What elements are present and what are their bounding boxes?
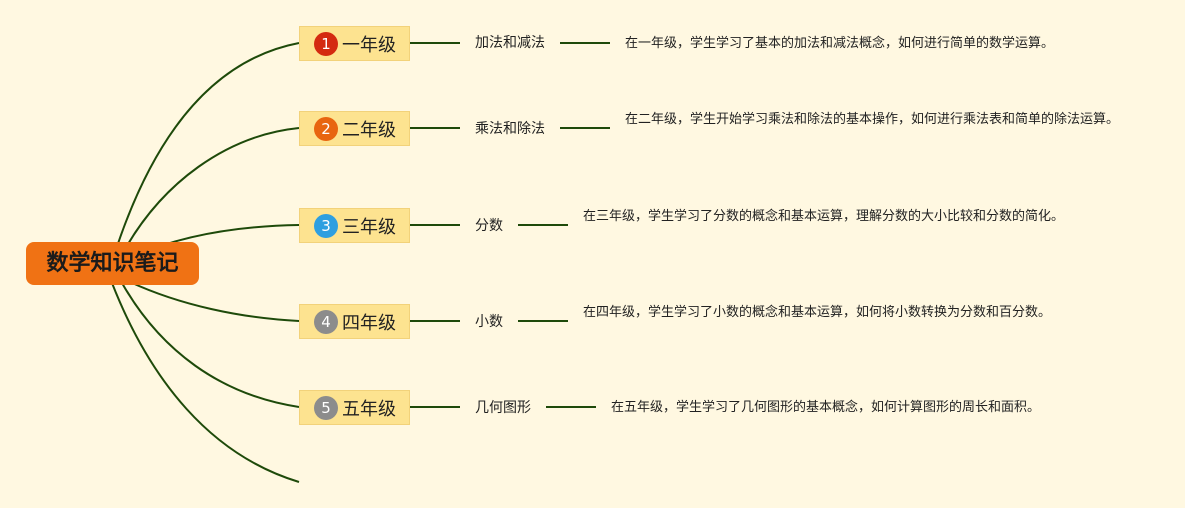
topic-node-5[interactable]: 几何图形 xyxy=(475,400,531,416)
grade-label: 五年级 xyxy=(342,398,396,420)
branch-line-grade-4 xyxy=(129,281,300,322)
topic-node-2[interactable]: 乘法和除法 xyxy=(475,121,545,137)
grade-label: 一年级 xyxy=(342,34,396,56)
number-5-badge-icon: 5 xyxy=(314,395,338,420)
grade-node-4[interactable]: 4 四年级 xyxy=(299,304,410,339)
grade-node-2[interactable]: 2 二年级 xyxy=(299,111,410,146)
description-node-5[interactable]: 在五年级，学生学习了几何图形的基本概念，如何计算图形的周长和面积。 xyxy=(611,400,1041,415)
branch-line-grade-5 xyxy=(121,282,300,408)
topic-node-3[interactable]: 分数 xyxy=(475,218,503,234)
grade-label: 二年级 xyxy=(342,119,396,141)
number-3-badge-icon: 3 xyxy=(314,213,338,238)
topic-node-4[interactable]: 小数 xyxy=(475,314,503,330)
grade-node-5[interactable]: 5 五年级 xyxy=(299,390,410,425)
description-node-1[interactable]: 在一年级，学生学习了基本的加法和减法概念，如何进行简单的数学运算。 xyxy=(625,36,1055,51)
description-node-2[interactable]: 在二年级，学生开始学习乘法和除法的基本操作，如何进行乘法表和简单的除法运算。 xyxy=(625,112,1120,127)
number-2-badge-icon: 2 xyxy=(314,116,338,141)
branch-line-empty xyxy=(111,282,300,483)
number-1-badge-icon: 1 xyxy=(314,31,338,56)
grade-label: 三年级 xyxy=(342,216,396,238)
description-node-4[interactable]: 在四年级，学生学习了小数的概念和基本运算，如何将小数转换为分数和百分数。 xyxy=(583,305,1052,320)
grade-node-1[interactable]: 1 一年级 xyxy=(299,26,410,61)
root-node[interactable]: 数学知识笔记 xyxy=(26,242,199,285)
grade-label: 四年级 xyxy=(342,312,396,334)
number-4-badge-icon: 4 xyxy=(314,309,338,334)
grade-node-3[interactable]: 3 三年级 xyxy=(299,208,410,243)
description-node-3[interactable]: 在三年级，学生学习了分数的概念和基本运算，理解分数的大小比较和分数的简化。 xyxy=(583,209,1065,224)
topic-node-1[interactable]: 加法和减法 xyxy=(475,35,545,51)
branch-line-grade-1 xyxy=(111,42,300,263)
branch-line-grade-2 xyxy=(117,127,300,263)
